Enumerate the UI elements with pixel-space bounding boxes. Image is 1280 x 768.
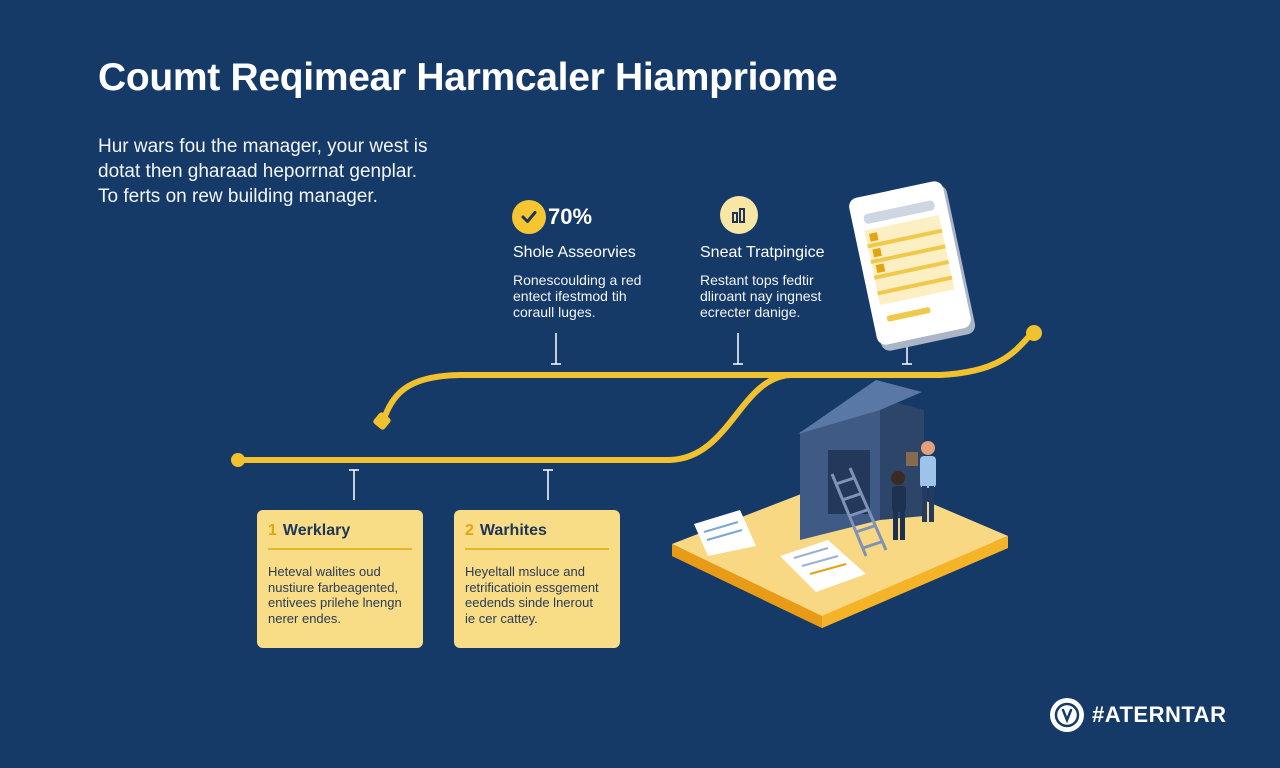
card-description-line: Heyeltall msluce and — [465, 564, 585, 579]
card-header: 2 Warhites — [465, 522, 609, 550]
card-header: 1 Werklary — [268, 522, 412, 550]
step-card-2: 2 Warhites Heyeltall msluce and retrific… — [454, 510, 620, 648]
workspace-illustration — [672, 380, 1008, 628]
chart-icon — [720, 196, 758, 234]
connector-ticks — [349, 333, 912, 500]
stat-title: Shole Asseorvies — [513, 244, 636, 261]
card-description-line: ie cer cattey. — [465, 610, 538, 626]
badge-icon — [1050, 698, 1084, 732]
intro-line: Hur wars fou the manager, your west is — [98, 136, 428, 157]
intro-line: To ferts on rew building manager. — [98, 186, 378, 207]
timeline-path-upper — [379, 330, 1035, 427]
card-number: 2 — [465, 522, 474, 539]
brand: #ATERNTAR — [1050, 698, 1226, 732]
brand-text: #ATERNTAR — [1092, 702, 1227, 727]
stat-description: Ronescoulding a red entect ifestmod tih … — [513, 272, 641, 320]
card-title: Warhites — [479, 522, 547, 539]
stat-description-line: Ronescoulding a red — [513, 272, 642, 288]
stat-description-line: dliroant nay ingnest — [700, 288, 822, 304]
step-card-1: 1 Werklary Heteval walites oud nustiure … — [257, 510, 423, 648]
card-description: Heteval walites oud nustiure farbeagente… — [268, 564, 412, 626]
tablet-illustration — [849, 181, 976, 351]
card-number: 1 — [268, 522, 277, 539]
card-description-line: retrificatioin essgement — [465, 579, 599, 595]
card-description: Heyeltall msluce and retrificatioin essg… — [465, 564, 609, 626]
page-title: Coumt Reqimear Harmcaler Hiampriome — [98, 56, 838, 99]
timeline-cap-right — [1026, 325, 1042, 341]
timeline-cap-left — [231, 453, 245, 467]
timeline-path-lower — [235, 372, 793, 463]
card-description-line: nustiure farbeagented, — [268, 579, 399, 595]
check-icon — [512, 200, 546, 234]
stat-title: Sneat Tratpingice — [700, 244, 825, 261]
stat-description-line: entect ifestmod tih — [513, 288, 627, 304]
stat-description-line: coraull luges. — [513, 304, 596, 320]
stat-value: 70% — [548, 204, 593, 229]
stat-description-line: ecrecter danige. — [700, 304, 801, 320]
card-description-line: eedends sinde lnerout — [465, 595, 593, 610]
timeline-cap-upper — [373, 412, 391, 430]
card-description-line: nerer endes. — [268, 610, 341, 626]
card-description-line: entivees prilehe lnengn — [268, 595, 402, 610]
intro-text: Hur wars fou the manager, your west is d… — [98, 134, 478, 209]
card-description-line: Heteval walites oud — [268, 564, 381, 579]
stat-description: Restant tops fedtir dliroant nay ingnest… — [700, 272, 821, 320]
stat-description-line: Restant tops fedtir — [700, 272, 814, 288]
intro-line: dotat then gharaad heporrnat genplar. — [98, 161, 418, 182]
card-title: Werklary — [282, 522, 351, 539]
